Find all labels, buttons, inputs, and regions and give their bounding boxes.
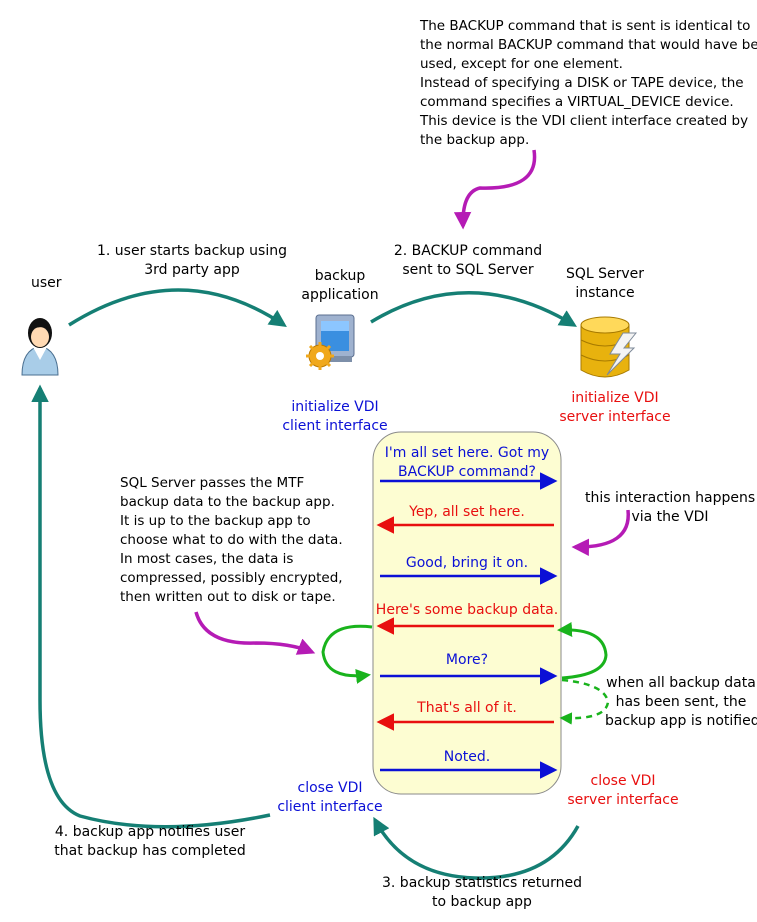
vdi-note-line: via the VDI	[631, 509, 709, 525]
left-note-line: In most cases, the data is	[120, 551, 294, 567]
step3-line: 3. backup statistics returned	[382, 875, 583, 891]
loop-right	[557, 621, 608, 680]
arrow-step3	[373, 816, 580, 880]
step4-label: 4. backup app notifies user that backup …	[50, 823, 250, 861]
left-note-line: It is up to the backup app to	[120, 513, 311, 529]
step3-label: 3. backup statistics returned to backup …	[382, 874, 582, 912]
arrow-top-note	[453, 149, 537, 230]
loop-left	[321, 624, 373, 684]
done-note-line: backup app is notified.	[605, 713, 757, 729]
step4-line: 4. backup app notifies user	[54, 824, 246, 840]
vdi-note-line: this interaction happens	[585, 490, 756, 506]
step3-line: to backup app	[432, 894, 532, 910]
left-note-line: backup data to the backup app.	[120, 494, 335, 510]
backup-app-label: backup application	[290, 267, 390, 305]
arrow-step4	[31, 384, 271, 829]
message-4: Here's some backup data.	[375, 602, 559, 618]
step2-line: sent to SQL Server	[402, 262, 534, 278]
backup-app-line: application	[301, 287, 379, 303]
message-1: I'm all set here. Got my BACKUP command?	[373, 444, 561, 482]
done-note-line: has been sent, the	[615, 694, 747, 710]
arrow-left-note	[194, 611, 316, 655]
close-server-line: close VDI	[590, 773, 656, 789]
sql-server-database-icon	[580, 316, 638, 378]
init-client-line: client interface	[282, 418, 388, 434]
top-note-line: the backup app.	[420, 132, 530, 148]
message-3: Good, bring it on.	[405, 555, 529, 571]
top-note-line: Instead of specifying a DISK or TAPE dev…	[420, 75, 744, 91]
vdi-interaction-panel	[372, 431, 562, 795]
done-note-line: when all backup data	[606, 675, 756, 691]
user-icon	[21, 318, 59, 376]
left-note-line: then written out to disk or tape.	[120, 589, 336, 605]
top-note: The BACKUP command that is sent is ident…	[420, 17, 757, 150]
init-server-line: initialize VDI	[571, 390, 659, 406]
close-client-line: close VDI	[297, 780, 363, 796]
init-server-interface-label: initialize VDI server interface	[550, 389, 680, 427]
vdi-note: this interaction happens via the VDI	[585, 489, 755, 527]
step4-line: that backup has completed	[54, 843, 246, 859]
top-note-line: command specifies a VIRTUAL_DEVICE devic…	[420, 94, 734, 110]
step1-line: 1. user starts backup using	[96, 243, 287, 259]
close-client-interface-label: close VDI client interface	[265, 779, 395, 817]
backup-application-icon	[306, 314, 355, 370]
top-note-line: the normal BACKUP command that would hav…	[420, 37, 757, 53]
top-note-line: used, except for one element.	[420, 56, 623, 72]
close-server-interface-label: close VDI server interface	[558, 772, 688, 810]
message-line: BACKUP command?	[398, 464, 536, 480]
arrow-step1	[68, 288, 287, 327]
arrow-vdi-note	[571, 509, 630, 556]
step2-label: 2. BACKUP command sent to SQL Server	[390, 242, 546, 280]
step1-label: 1. user starts backup using 3rd party ap…	[92, 242, 292, 280]
loop-done-dashed	[559, 678, 610, 725]
done-note: when all backup data has been sent, the …	[605, 674, 757, 731]
left-note-line: compressed, possibly encrypted,	[120, 570, 343, 586]
step2-line: 2. BACKUP command	[393, 243, 543, 259]
message-line: I'm all set here. Got my	[384, 445, 550, 461]
message-6: That's all of it.	[417, 700, 517, 716]
top-note-line: This device is the VDI client interface …	[420, 113, 749, 129]
init-server-line: server interface	[559, 409, 671, 425]
message-2: Yep, all set here.	[409, 504, 525, 520]
message-7: Noted.	[443, 749, 491, 765]
left-note-line: choose what to do with the data.	[120, 532, 343, 548]
sql-server-label: SQL Server instance	[555, 265, 655, 303]
top-note-line: The BACKUP command that is sent is ident…	[420, 18, 751, 34]
left-note-line: SQL Server passes the MTF	[120, 475, 305, 491]
sql-server-line: SQL Server	[565, 266, 645, 282]
init-client-interface-label: initialize VDI client interface	[270, 398, 400, 436]
close-client-line: client interface	[277, 799, 383, 815]
arrow-step2	[370, 291, 577, 327]
left-note: SQL Server passes the MTF backup data to…	[120, 474, 343, 607]
step1-line: 3rd party app	[144, 262, 240, 278]
user-label: user	[31, 275, 62, 291]
backup-app-line: backup	[314, 268, 366, 284]
message-arrows	[376, 472, 558, 779]
init-client-line: initialize VDI	[291, 399, 379, 415]
close-server-line: server interface	[567, 792, 679, 808]
sql-server-line: instance	[575, 285, 635, 301]
message-5: More?	[445, 652, 489, 668]
